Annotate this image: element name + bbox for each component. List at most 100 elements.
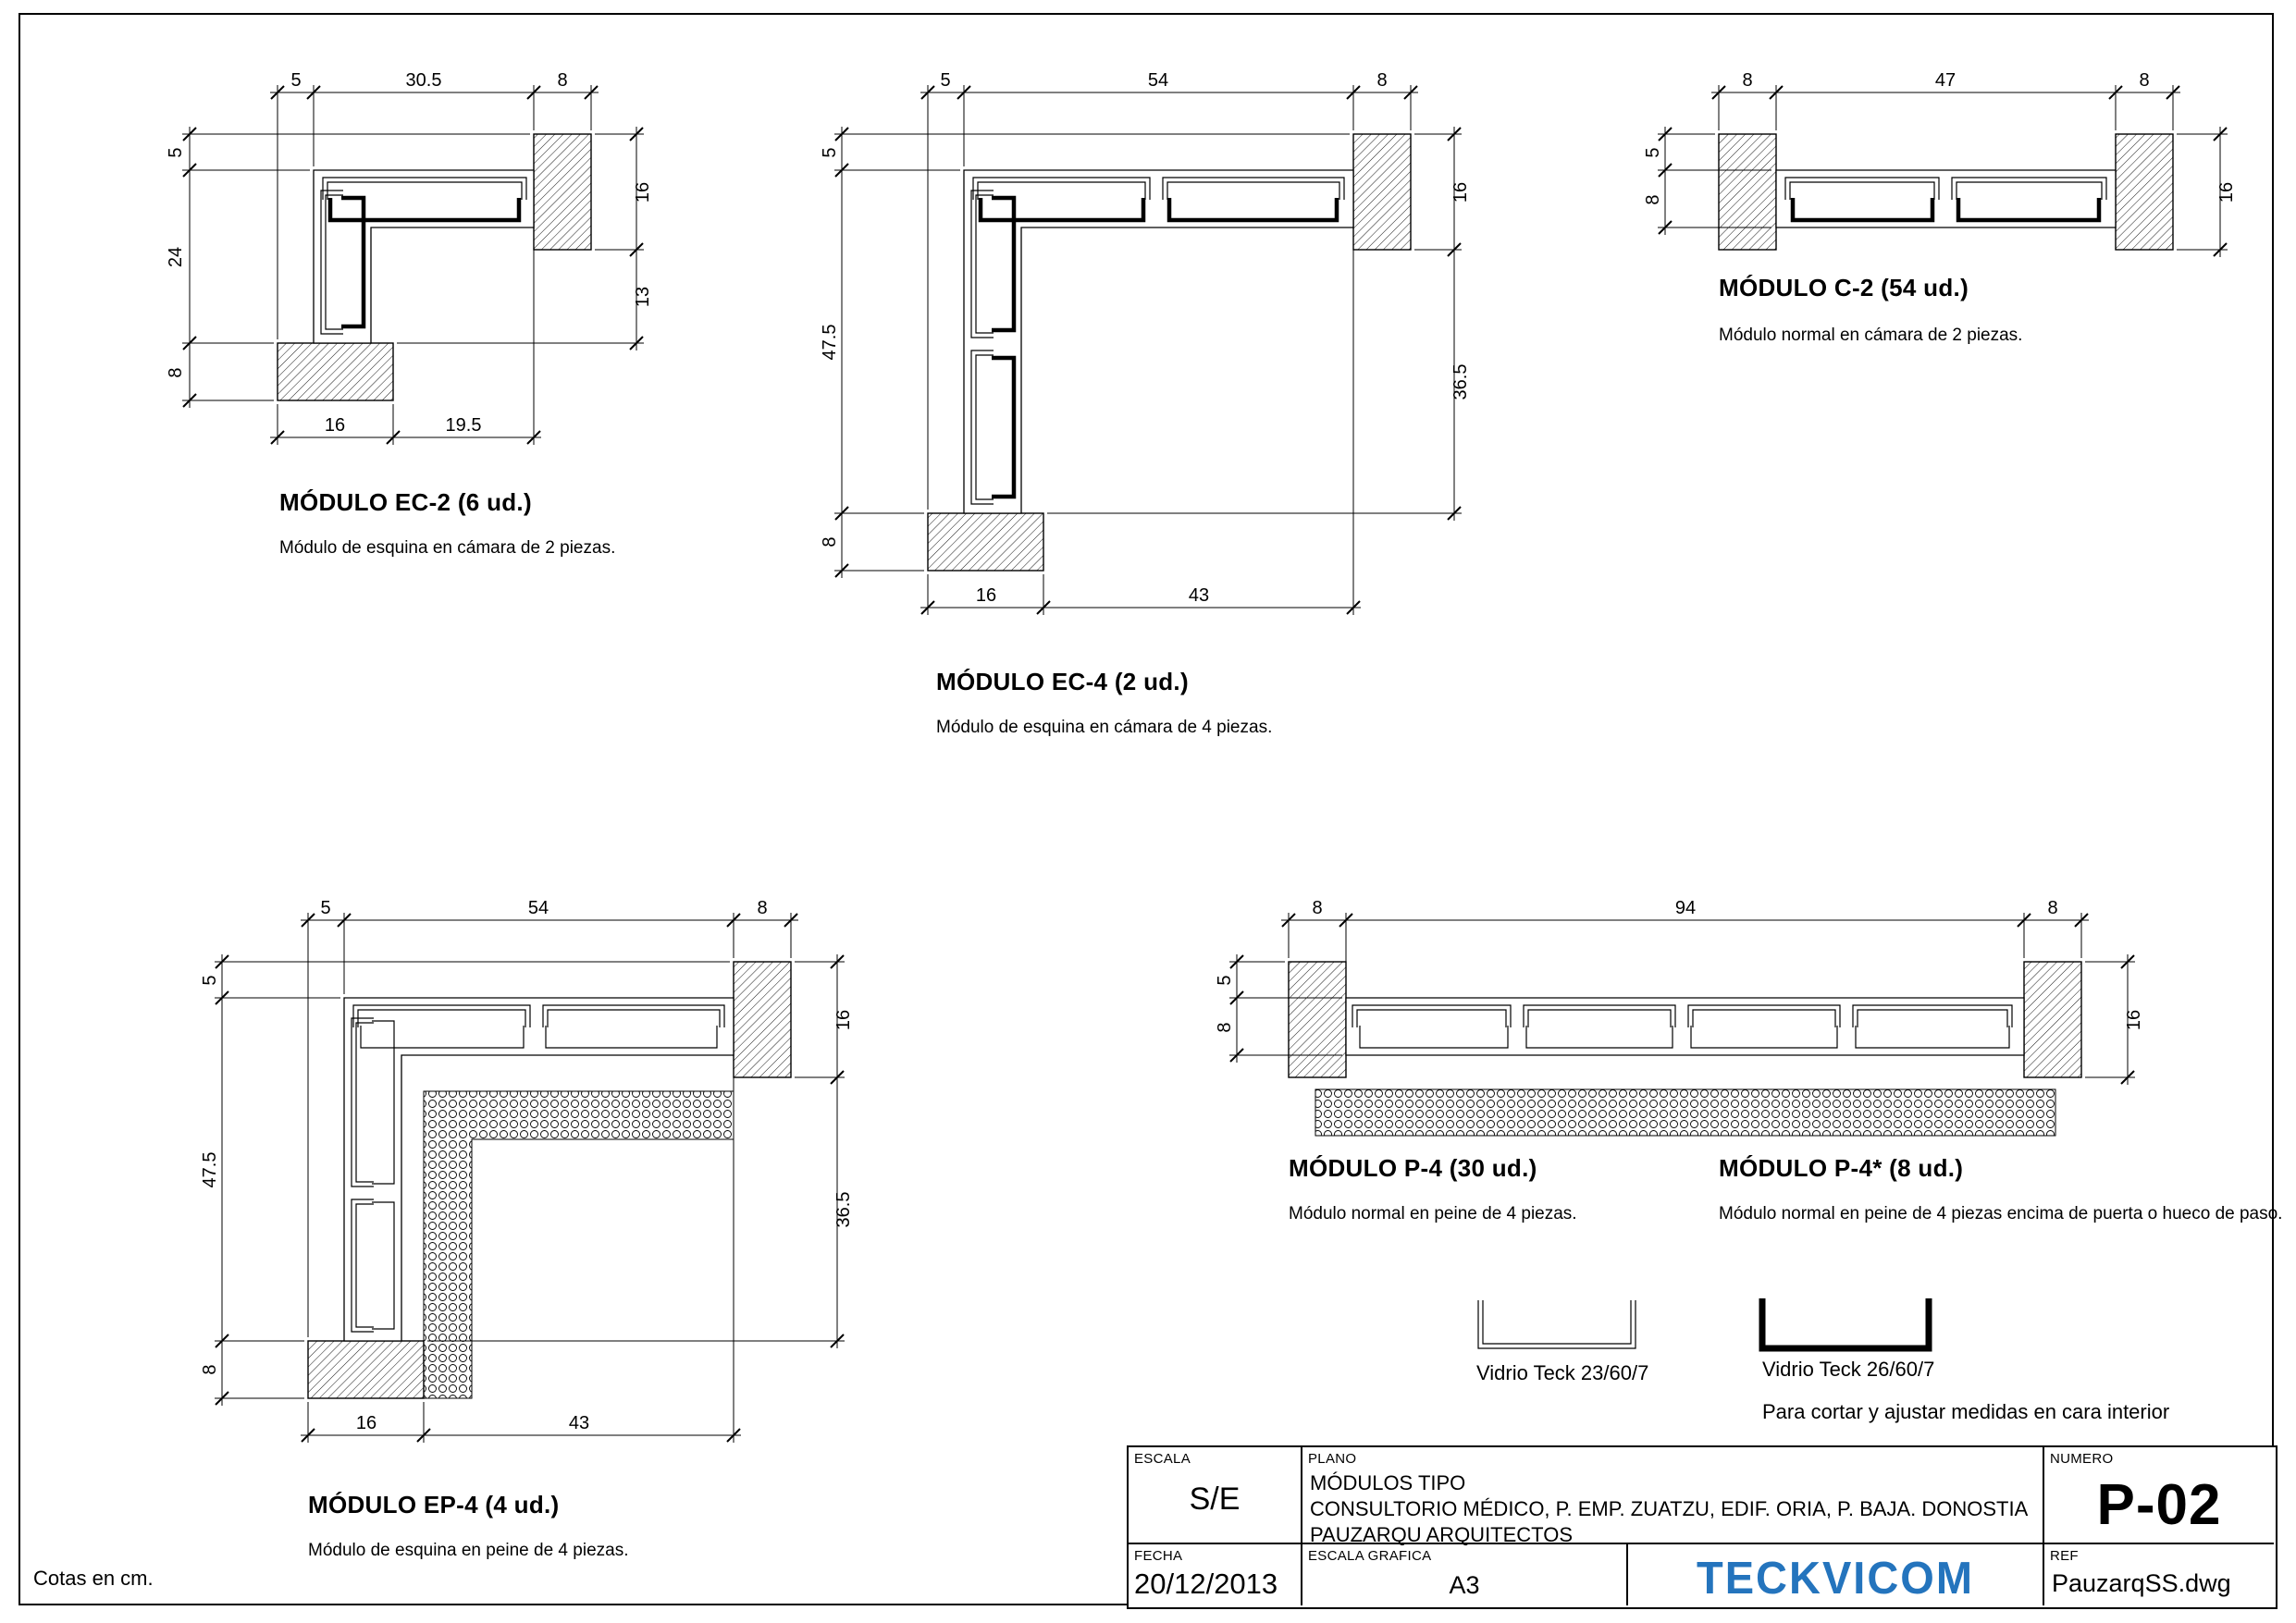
dim-label: 8	[820, 536, 840, 547]
insulation-honeycomb-hatch	[423, 1090, 734, 1399]
module-ec2-description: Módulo de esquina en cámara de 2 piezas.	[279, 538, 616, 558]
ep4-dimension-lines	[215, 913, 845, 1443]
plano-line2: CONSULTORIO MÉDICO, P. EMP. ZUATZU, EDIF…	[1310, 1497, 2029, 1520]
dim-label: 13	[633, 287, 653, 307]
dim-label: 8	[2139, 70, 2149, 91]
legend-drawings	[1477, 1298, 1932, 1352]
module-p4-description: Módulo normal en peine de 4 piezas.	[1289, 1204, 1577, 1223]
dim-label: 16	[633, 182, 653, 203]
dim-label: 16	[356, 1413, 376, 1433]
legend-thin-channel-icon-inner	[1482, 1300, 1632, 1345]
module-c2-description: Módulo normal en cámara de 2 piezas.	[1719, 326, 2023, 345]
dim-label: 8	[757, 898, 767, 918]
dim-label: 47	[1935, 70, 1956, 91]
titleblock-fecha-cell: FECHA 20/12/2013	[1129, 1544, 1302, 1605]
plano-label: PLANO	[1308, 1451, 1357, 1467]
dim-label: 5	[1643, 147, 1663, 157]
dim-label: 16	[976, 585, 996, 606]
ec2-dimension-lines	[182, 85, 644, 445]
dim-label: 8	[1215, 1022, 1235, 1032]
glass-channels	[1784, 177, 2107, 223]
insulation-honeycomb-hatch	[1315, 1088, 2056, 1137]
fecha-label: FECHA	[1134, 1548, 1183, 1564]
dim-label: 8	[200, 1364, 220, 1374]
dim-label: 5	[290, 70, 301, 91]
dim-label: 8	[1376, 70, 1387, 91]
module-ec2-drawing: 5 30.5 8 5 24 8 16 13 16 19.5	[166, 70, 653, 445]
escala-grafica-value: A3	[1449, 1571, 1480, 1599]
wall-block-hatch	[733, 961, 792, 1078]
wall-block-hatch	[533, 133, 592, 251]
dim-label: 24	[166, 247, 186, 267]
glass-module-outline	[1345, 997, 2025, 1056]
wall-block-hatch	[927, 512, 1044, 572]
dim-label: 47.5	[200, 1152, 220, 1188]
module-p4star-description: Módulo normal en peine de 4 piezas encim…	[1719, 1204, 2283, 1223]
glass-channels	[1352, 1004, 2013, 1049]
escala-label: ESCALA	[1134, 1451, 1191, 1467]
legend-note: Para cortar y ajustar medidas en cara in…	[1762, 1400, 2170, 1423]
glass-module-outline	[313, 169, 535, 344]
wall-block-hatch	[1718, 133, 1777, 251]
wall-block-hatch	[1352, 133, 1412, 251]
dim-label: 8	[1643, 194, 1663, 204]
dim-label: 47.5	[820, 325, 840, 361]
plano-line1: MÓDULOS TIPO	[1310, 1471, 1466, 1494]
p4-dimension-lines	[1229, 913, 2135, 1085]
dim-label: 43	[569, 1413, 589, 1433]
numero-value: P-02	[2096, 1473, 2222, 1537]
escala-value: S/E	[1189, 1482, 1241, 1517]
plano-line3: PAUZARQU ARQUITECTOS	[1310, 1523, 1574, 1546]
legend-thin-glass-label: Vidrio Teck 23/60/7	[1476, 1361, 1649, 1384]
legend-thick-channel-icon	[1759, 1298, 1932, 1352]
glass-module-outline	[343, 997, 734, 1342]
wall-block-hatch	[1288, 961, 1347, 1078]
glass-module-outline	[963, 169, 1354, 514]
titleblock-escala-grafica-cell: ESCALA GRAFICA A3	[1302, 1544, 1628, 1605]
dim-label: 54	[1148, 70, 1168, 91]
dim-label: 94	[1675, 898, 1696, 918]
dim-label: 16	[2124, 1010, 2144, 1030]
units-note: Cotas en cm.	[33, 1567, 154, 1590]
module-p4star-title: MÓDULO P-4* (8 ud.)	[1719, 1154, 1964, 1182]
glass-module-outline	[1775, 169, 2117, 228]
wall-block-hatch	[277, 342, 394, 401]
ec4-dimension-lines	[834, 85, 1462, 615]
dim-label: 8	[1742, 70, 1752, 91]
teckvicom-logo: TECKVICOM	[1697, 1551, 1974, 1604]
titleblock-plano-cell: PLANO MÓDULOS TIPO CONSULTORIO MÉDICO, P…	[1302, 1447, 2044, 1546]
dim-label: 8	[2047, 898, 2057, 918]
module-c2-drawing: 8 47 8 5 8 16	[1643, 70, 2237, 257]
module-ep4-title: MÓDULO EP-4 (4 ud.)	[308, 1491, 560, 1518]
fecha-value: 20/12/2013	[1134, 1568, 1278, 1600]
dim-label: 16	[325, 415, 345, 436]
dim-label: 5	[940, 70, 950, 91]
escala-grafica-label: ESCALA GRAFICA	[1308, 1548, 1432, 1564]
module-p4-drawing: 8 94 8 5 8 16	[1215, 898, 2144, 1137]
ref-label: REF	[2050, 1548, 2079, 1564]
glass-channels	[970, 177, 1345, 505]
titleblock-ref-cell: REF PauzarqSS.dwg	[2044, 1544, 2274, 1605]
wall-block-hatch	[307, 1340, 425, 1399]
titleblock-logo-cell: TECKVICOM	[1628, 1544, 2044, 1605]
dim-label: 8	[557, 70, 567, 91]
wall-block-hatch	[2115, 133, 2174, 251]
dim-label: 16	[833, 1010, 854, 1030]
c2-dimension-lines	[1658, 85, 2228, 257]
title-block: ESCALA S/E PLANO MÓDULOS TIPO CONSULTORI…	[1127, 1445, 2277, 1609]
legend-thin-channel-icon	[1477, 1300, 1636, 1349]
module-ec4-drawing: 5 54 8 5 47.5 8 16 36.5 16 43	[820, 70, 1471, 615]
module-ec4-title: MÓDULO EC-4 (2 ud.)	[936, 668, 1189, 695]
dim-label: 54	[528, 898, 549, 918]
dim-label: 5	[166, 147, 186, 157]
dim-label: 5	[320, 898, 330, 918]
dim-label: 43	[1189, 585, 1209, 606]
dim-label: 5	[200, 975, 220, 985]
glass-channels	[351, 1004, 725, 1333]
dim-label: 8	[1312, 898, 1322, 918]
titleblock-escala-cell: ESCALA S/E	[1129, 1447, 1302, 1544]
module-ep4-drawing: 5 54 8 5 47.5 8 16 36.5 16 43	[200, 898, 854, 1443]
dim-label: 36.5	[1450, 364, 1471, 400]
legend-thick-glass-label: Vidrio Teck 26/60/7	[1762, 1358, 1935, 1381]
